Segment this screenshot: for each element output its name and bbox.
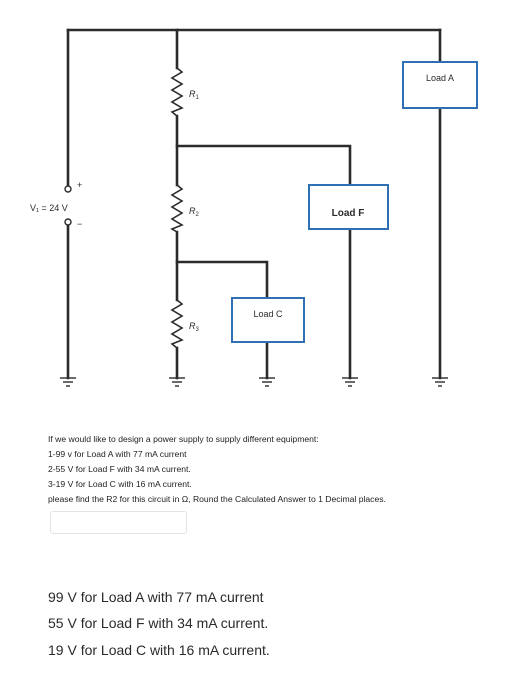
restated-load-a: 99 V for Load A with 77 mA current xyxy=(48,589,264,605)
node-c-wire xyxy=(175,260,269,300)
source-plus-terminal xyxy=(64,185,72,193)
source-plus-label: + xyxy=(77,180,82,190)
question-item-1: 1-99 v for Load A with 77 mA current xyxy=(48,449,187,459)
ground-symbol-load-f xyxy=(342,377,358,387)
question-item-3: 3-19 V for Load C with 16 mA current. xyxy=(48,479,192,489)
restated-load-c: 19 V for Load C with 16 mA current. xyxy=(48,642,270,658)
question-instruction: please find the R2 for this circuit in Ω… xyxy=(48,494,386,504)
ground-symbol-source xyxy=(60,377,76,387)
source-minus-terminal xyxy=(64,218,72,226)
resistor-r1-zigzag xyxy=(170,67,184,117)
circuit-diagram: + − V₁ = 24 V R1 R2 R3 Load A Load F Loa… xyxy=(30,28,478,387)
restated-load-f: 55 V for Load F with 34 mA current. xyxy=(48,615,269,631)
question-item-2: 2-55 V for Load F with 34 mA current. xyxy=(48,464,191,474)
load-f-box xyxy=(308,184,389,230)
load-a-box xyxy=(402,61,478,109)
ground-symbol-r3 xyxy=(169,377,185,387)
resistor-r3-label: R3 xyxy=(189,321,200,333)
ground-symbol-load-a xyxy=(432,377,448,387)
ground-symbol-load-c xyxy=(259,377,275,387)
load-c-label: Load C xyxy=(253,309,283,319)
resistor-r2-label: R2 xyxy=(189,206,200,218)
question-intro: If we would like to design a power suppl… xyxy=(48,434,319,444)
load-f-label: Load F xyxy=(332,208,365,219)
answer-input[interactable] xyxy=(50,511,187,534)
node-f-wire xyxy=(175,144,352,187)
source-minus-label: − xyxy=(77,219,82,229)
resistor-r1-label: R1 xyxy=(189,89,200,101)
resistor-r2-zigzag xyxy=(170,184,184,233)
source-voltage-label: V₁ = 24 V xyxy=(30,203,68,213)
load-a-label: Load A xyxy=(426,73,454,83)
resistor-r3-zigzag xyxy=(170,299,184,349)
load-c-box xyxy=(231,297,305,343)
